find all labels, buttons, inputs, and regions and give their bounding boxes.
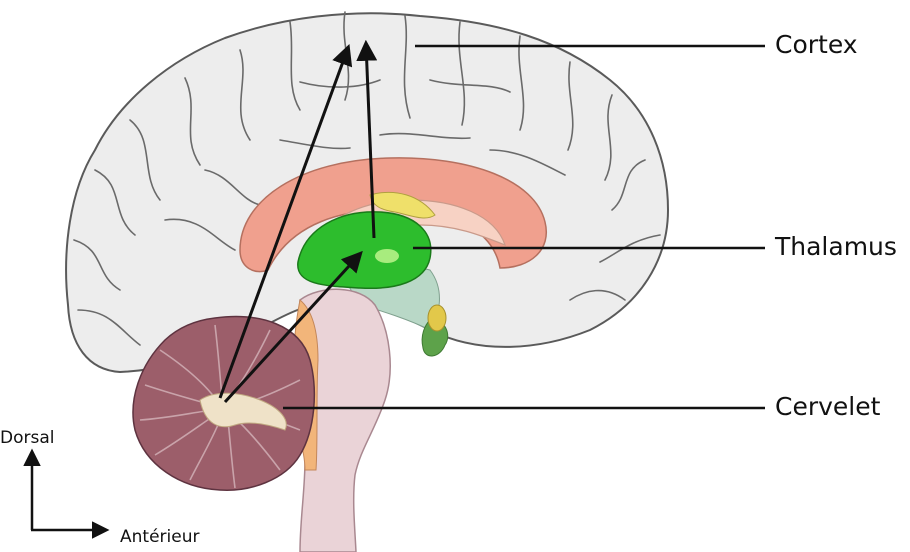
arrow-cerebellum-to-thalamus [223,250,363,404]
arrow-cerebellum-to-cortex [218,44,353,399]
yellow-structure [369,191,436,219]
axis-label-dorsal: Dorsal [0,428,55,448]
yellow-gland-shape [427,304,447,332]
corpus-callosum-shape [239,157,548,273]
label-cervelet: Cervelet [775,392,881,421]
axis-label-anterieur: Antérieur [120,527,200,547]
label-thalamus: Thalamus [775,232,897,261]
label-cortex: Cortex [775,30,858,59]
arbor-vitae-shape [199,392,287,431]
arrow-thalamus-to-cortex [356,39,378,239]
leader-lines [283,44,765,410]
orientation-axes [23,448,110,539]
thalamus-nucleus [375,249,399,263]
pathway-arrows [218,39,378,404]
